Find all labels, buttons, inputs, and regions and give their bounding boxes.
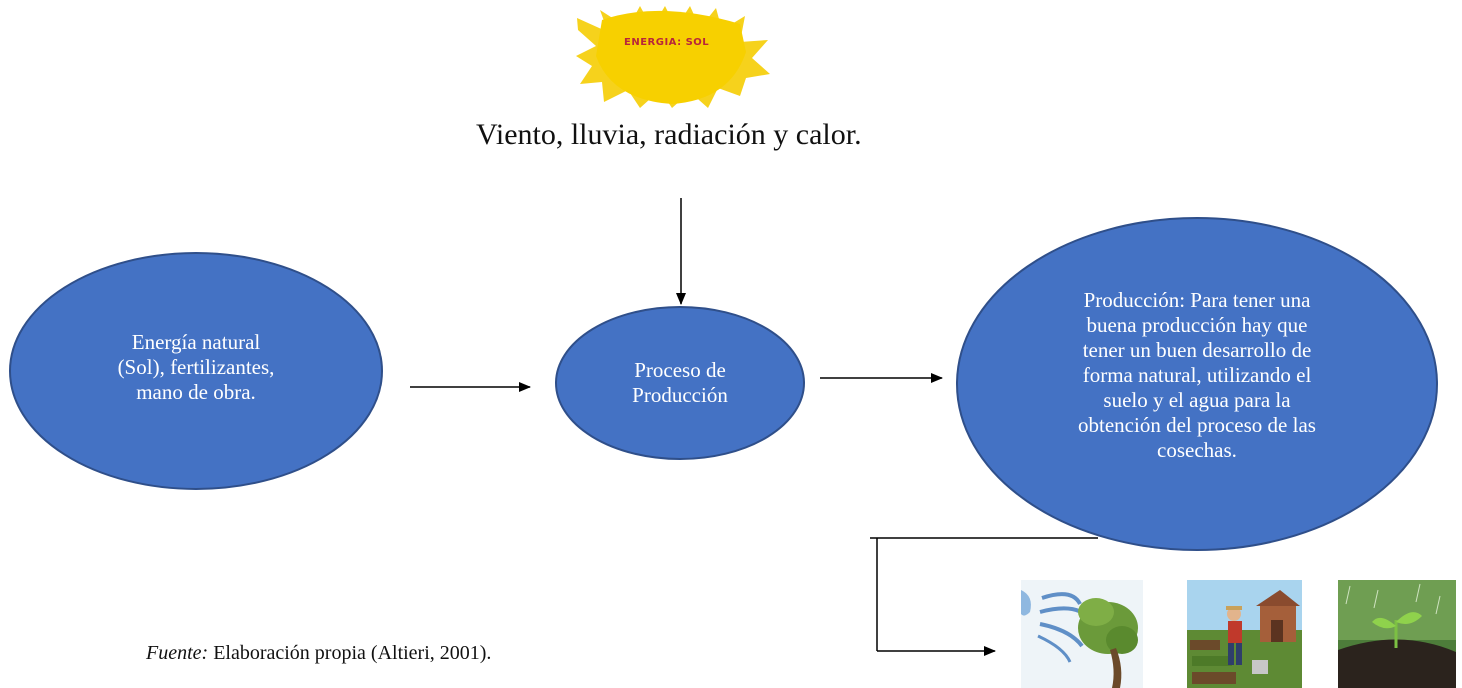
output-node-text: Producción: Para tener una buena producc… <box>1078 288 1316 462</box>
source-prefix: Fuente: <box>146 642 209 664</box>
process-node <box>555 306 805 460</box>
farmer-garden-icon <box>1187 580 1302 688</box>
sun-icon <box>576 6 770 108</box>
output-node <box>956 217 1438 551</box>
source-text: Elaboración propia (Altieri, 2001). <box>208 642 492 664</box>
process-node-text: Proceso de Producción <box>632 358 728 407</box>
wind-tree-icon <box>1021 580 1143 688</box>
sun-label: ENERGIA: SOL <box>624 37 710 48</box>
inputs-node-text: Energía natural (Sol), fertilizantes, ma… <box>117 330 275 404</box>
bracket-connector <box>870 537 1098 656</box>
energy-factors-caption: Viento, lluvia, radiación y calor. <box>476 118 862 151</box>
inputs-node <box>9 252 383 490</box>
sprout-rain-icon <box>1338 580 1456 688</box>
source-note: Fuente: Elaboración propia (Altieri, 200… <box>146 642 491 665</box>
